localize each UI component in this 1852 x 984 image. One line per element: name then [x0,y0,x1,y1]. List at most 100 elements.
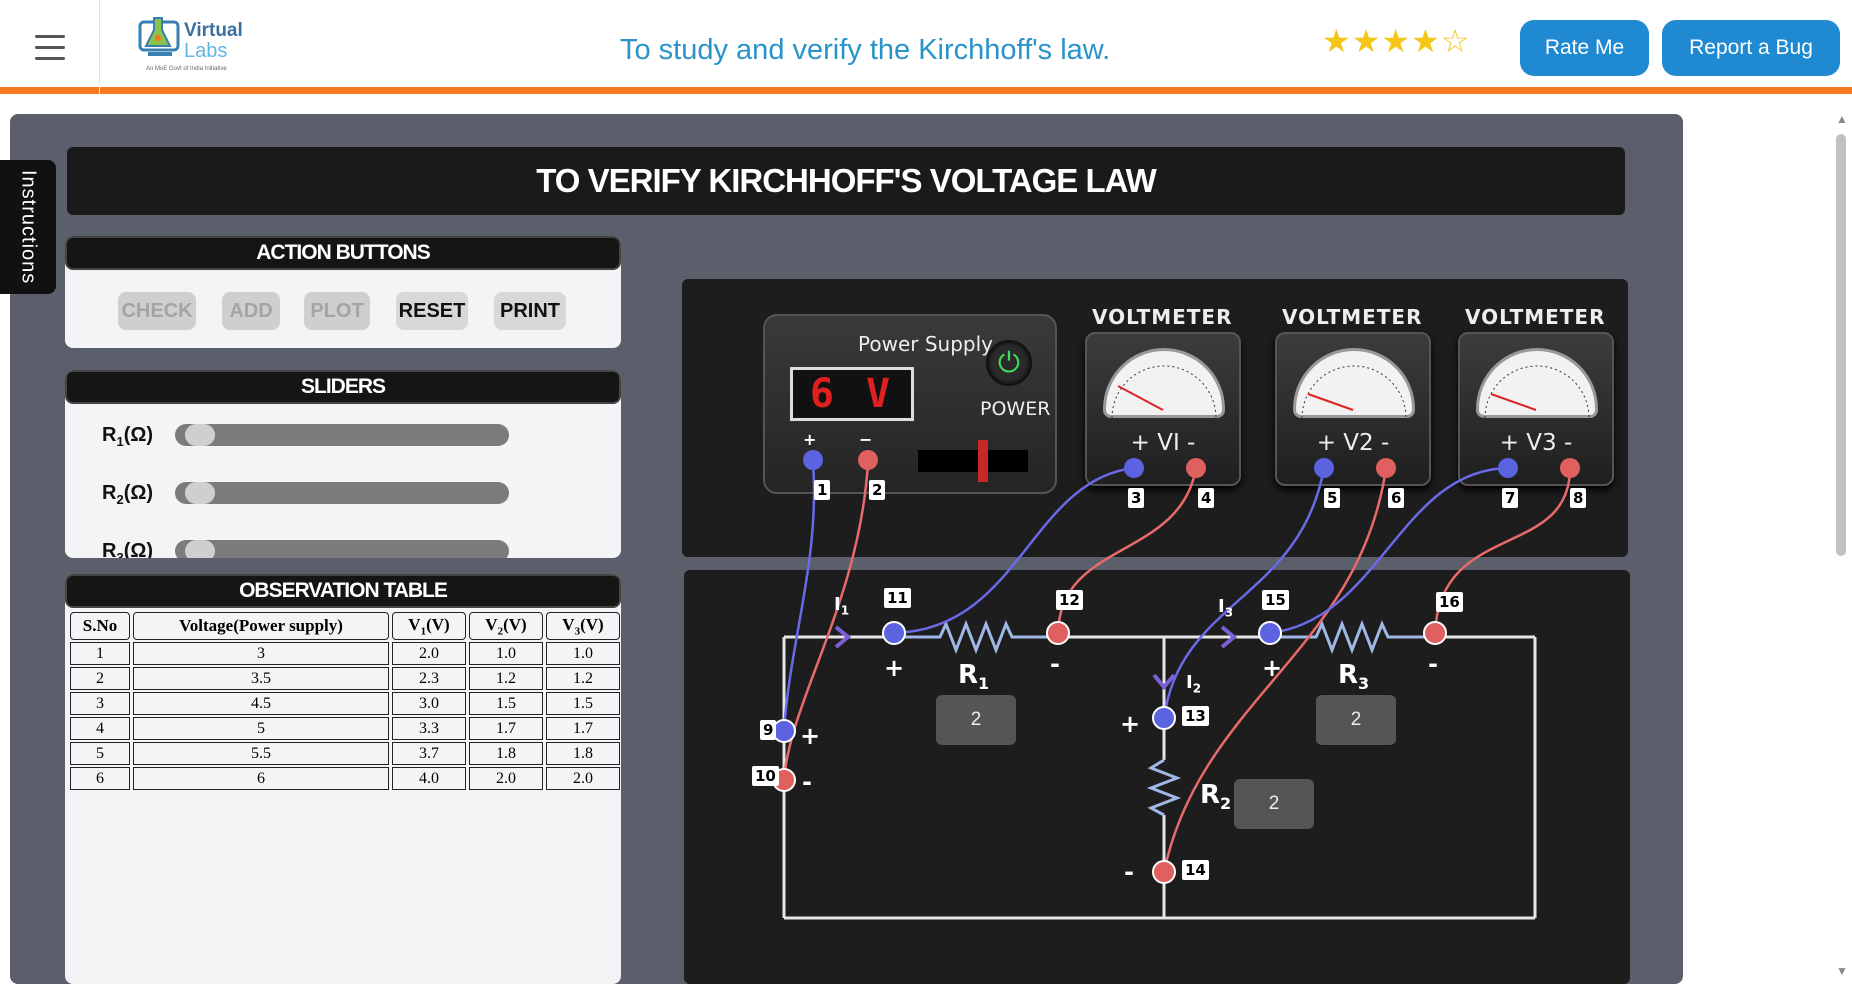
terminal-6-label: 6 [1388,488,1405,508]
voltmeter-1-title: VOLTMETER [1092,305,1233,329]
source-plus-sign: + [800,722,821,750]
voltmeter-1-dial [1103,348,1225,418]
slider-r3[interactable] [175,540,509,558]
table-cell: 4.0 [392,767,466,790]
instructions-tab[interactable]: Instructions [0,160,56,294]
slider-r3-clip: R3(Ω) [65,530,621,558]
slider-r2[interactable] [175,482,509,504]
plot-button[interactable]: PLOT [304,292,370,330]
table-cell: 1.2 [469,667,543,690]
table-cell: 2 [70,667,130,690]
terminal-15-label: 15 [1262,590,1289,610]
table-cell: 6 [70,767,130,790]
ps-plus-sign: + [803,430,817,449]
check-button[interactable]: CHECK [118,292,196,330]
power-supply-display: 6 V [790,367,914,421]
terminal-4-label: 4 [1198,488,1215,508]
slider-r3-thumb[interactable] [185,540,215,558]
voltmeter-2: + V2 - [1275,332,1431,486]
slider-r2-thumb[interactable] [185,482,215,504]
slider-r1-thumb[interactable] [185,424,215,446]
report-bug-button[interactable]: Report a Bug [1662,20,1840,76]
logo-tagline: An MoE Govt of India Initiative [146,66,227,72]
table-cell: 1.7 [469,717,543,740]
voltmeter-2-dial [1293,348,1415,418]
instructions-label: Instructions [17,169,40,285]
rate-me-button[interactable]: Rate Me [1520,20,1649,76]
col-v2: V2(V) [469,612,543,640]
action-buttons-heading: ACTION BUTTONS [65,236,621,270]
sliders-card: SLIDERS [65,370,621,558]
top-bar: Virtual Labs An MoE Govt of India Initia… [0,0,1852,94]
print-button[interactable]: PRINT [494,292,566,330]
flask-logo-icon [138,17,180,56]
voltmeter-3: + V3 - [1458,332,1614,486]
terminal-14-label: 14 [1182,860,1209,880]
r3-label: R3 [1338,660,1370,694]
table-cell: 2.0 [392,642,466,665]
r2-plus-sign: + [1120,710,1141,738]
terminal-8-label: 8 [1570,488,1587,508]
add-button[interactable]: ADD [222,292,280,330]
slider-label-r2: R2(Ω) [102,482,154,507]
voltage-knob[interactable] [978,440,988,482]
table-cell: 3 [70,692,130,715]
page-title: To study and verify the Kirchhoff's law. [620,34,1111,66]
col-v3: V3(V) [546,612,620,640]
virtual-labs-logo[interactable]: Virtual Labs An MoE Govt of India Initia… [138,14,258,78]
r2-label: R2 [1200,780,1232,814]
table-cell: 1.5 [546,692,620,715]
table-cell: 4 [70,717,130,740]
voltmeter-3-dial [1476,348,1598,418]
terminal-7-label: 7 [1502,488,1519,508]
scrollbar-thumb[interactable] [1836,134,1846,556]
table-cell: 3.5 [133,667,389,690]
terminal-10-label: 10 [752,766,779,786]
table-cell: 3.0 [392,692,466,715]
table-cell: 5.5 [133,742,389,765]
table-cell: 5 [70,742,130,765]
observation-heading: OBSERVATION TABLE [65,574,621,608]
table-cell: 1.7 [546,717,620,740]
scroll-up-icon[interactable]: ▲ [1836,112,1848,126]
table-cell: 6 [133,767,389,790]
reset-button[interactable]: RESET [396,292,468,330]
voltmeter-3-title: VOLTMETER [1465,305,1606,329]
r3-plus-sign: + [1262,654,1283,682]
power-label: POWER [980,398,1051,420]
rating-stars[interactable]: ★★★★☆ [1322,22,1470,60]
table-cell: 1 [70,642,130,665]
table-cell: 2.3 [392,667,466,690]
menu-hamburger-icon[interactable] [0,0,100,94]
voltage-knob-track[interactable] [918,450,1028,472]
empty-star-icon[interactable]: ☆ [1440,23,1471,59]
slider-r1[interactable] [175,424,509,446]
sliders-heading: SLIDERS [65,370,621,404]
page-scrollbar[interactable]: ▲ ▼ [1832,112,1852,984]
circuit-panel [684,570,1630,984]
table-cell: 1.0 [546,642,620,665]
voltmeter-1: + VI - [1085,332,1241,486]
table-cell: 2.0 [546,767,620,790]
scroll-down-icon[interactable]: ▼ [1836,964,1848,978]
terminal-13-label: 13 [1182,706,1209,726]
table-cell: 1.5 [469,692,543,715]
table-cell: 3 [133,642,389,665]
power-icon[interactable]: ⏻ [986,340,1032,386]
slider-label-r3: R3(Ω) [102,540,154,558]
table-cell: 4.5 [133,692,389,715]
col-sno: S.No [70,612,130,640]
simulation-title: TO VERIFY KIRCHHOFF'S VOLTAGE LAW [67,147,1625,215]
terminal-1-label: 1 [814,480,831,500]
r1-value-box: 2 [936,695,1016,745]
terminal-3-label: 3 [1128,488,1145,508]
terminal-9-label: 9 [760,720,777,740]
filled-star-icon[interactable]: ★★★★ [1322,23,1441,59]
r3-value-box: 2 [1316,695,1396,745]
logo-text-labs: Labs [184,40,228,62]
